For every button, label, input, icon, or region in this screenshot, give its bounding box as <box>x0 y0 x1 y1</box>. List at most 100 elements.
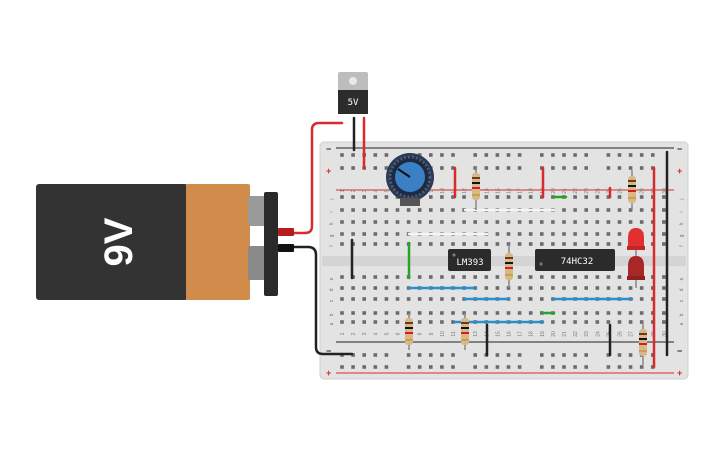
breadboard-hole[interactable] <box>373 320 378 324</box>
rail-hole[interactable] <box>340 166 344 170</box>
breadboard-hole[interactable] <box>540 232 544 236</box>
rail-hole[interactable] <box>406 365 411 369</box>
breadboard-hole[interactable] <box>517 220 522 224</box>
rail-hole[interactable] <box>606 365 611 369</box>
rail-hole[interactable] <box>351 166 355 170</box>
breadboard-hole[interactable] <box>373 311 378 315</box>
rail-hole[interactable] <box>495 365 500 369</box>
breadboard-hole[interactable] <box>384 208 389 212</box>
breadboard-hole[interactable] <box>584 275 588 279</box>
breadboard-hole[interactable] <box>606 195 611 199</box>
breadboard-hole[interactable] <box>417 275 422 279</box>
rail-hole[interactable] <box>506 353 511 357</box>
breadboard-hole[interactable] <box>362 320 366 324</box>
breadboard-hole[interactable] <box>484 286 489 290</box>
breadboard-hole[interactable] <box>440 320 444 324</box>
led-dark-red[interactable] <box>627 256 645 288</box>
rail-hole[interactable] <box>451 353 455 357</box>
rail-hole[interactable] <box>340 153 344 157</box>
rail-hole[interactable] <box>351 365 355 369</box>
breadboard-hole[interactable] <box>551 320 555 324</box>
breadboard-hole[interactable] <box>584 320 588 324</box>
rail-hole[interactable] <box>517 365 522 369</box>
rail-hole[interactable] <box>506 153 511 157</box>
rail-hole[interactable] <box>562 153 566 157</box>
rail-hole[interactable] <box>584 353 588 357</box>
breadboard-hole[interactable] <box>528 242 533 246</box>
breadboard-hole[interactable] <box>584 286 588 290</box>
breadboard-hole[interactable] <box>617 208 622 212</box>
rail-hole[interactable] <box>628 365 633 369</box>
breadboard-hole[interactable] <box>429 275 433 279</box>
breadboard-hole[interactable] <box>384 286 389 290</box>
breadboard-hole[interactable] <box>584 311 588 315</box>
breadboard-hole[interactable] <box>340 208 344 212</box>
breadboard-hole[interactable] <box>628 220 633 224</box>
voltage-regulator[interactable]: 5V <box>338 72 368 114</box>
resistor-top-2[interactable] <box>628 170 636 210</box>
resistor-middle[interactable] <box>505 244 513 288</box>
potentiometer[interactable] <box>386 153 434 206</box>
rail-hole[interactable] <box>551 353 555 357</box>
rail-hole[interactable] <box>517 353 522 357</box>
breadboard-hole[interactable] <box>595 208 600 212</box>
rail-hole[interactable] <box>440 153 444 157</box>
breadboard-hole[interactable] <box>628 320 633 324</box>
rail-hole[interactable] <box>540 353 544 357</box>
breadboard-hole[interactable] <box>573 320 577 324</box>
rail-hole[interactable] <box>573 365 577 369</box>
breadboard-hole[interactable] <box>540 297 544 301</box>
rail-hole[interactable] <box>617 153 622 157</box>
breadboard-hole[interactable] <box>540 275 544 279</box>
breadboard-hole[interactable] <box>384 220 389 224</box>
rail-hole[interactable] <box>639 166 644 170</box>
rail-hole[interactable] <box>484 166 489 170</box>
breadboard-hole[interactable] <box>440 195 444 199</box>
breadboard-hole[interactable] <box>573 275 577 279</box>
breadboard-hole[interactable] <box>551 275 555 279</box>
rail-hole[interactable] <box>384 365 389 369</box>
breadboard-hole[interactable] <box>662 208 666 212</box>
rail-hole[interactable] <box>429 353 433 357</box>
breadboard-hole[interactable] <box>595 275 600 279</box>
rail-hole[interactable] <box>417 153 422 157</box>
breadboard-hole[interactable] <box>362 208 366 212</box>
breadboard-hole[interactable] <box>451 195 455 199</box>
breadboard-hole[interactable] <box>373 275 378 279</box>
breadboard-hole[interactable] <box>639 195 644 199</box>
breadboard-hole[interactable] <box>617 232 622 236</box>
breadboard-hole[interactable] <box>417 297 422 301</box>
breadboard-hole[interactable] <box>417 220 422 224</box>
rail-hole[interactable] <box>451 365 455 369</box>
breadboard-hole[interactable] <box>562 232 566 236</box>
breadboard-hole[interactable] <box>573 286 577 290</box>
rail-hole[interactable] <box>351 153 355 157</box>
breadboard-hole[interactable] <box>540 242 544 246</box>
breadboard-hole[interactable] <box>406 220 411 224</box>
rail-hole[interactable] <box>573 153 577 157</box>
rail-hole[interactable] <box>384 153 389 157</box>
breadboard-hole[interactable] <box>473 242 477 246</box>
breadboard-hole[interactable] <box>440 311 444 315</box>
breadboard-hole[interactable] <box>395 208 400 212</box>
breadboard-hole[interactable] <box>340 275 344 279</box>
breadboard-hole[interactable] <box>451 311 455 315</box>
rail-hole[interactable] <box>473 353 477 357</box>
rail-hole[interactable] <box>417 365 422 369</box>
breadboard-hole[interactable] <box>351 195 355 199</box>
rail-hole[interactable] <box>562 353 566 357</box>
breadboard-hole[interactable] <box>351 208 355 212</box>
breadboard-hole[interactable] <box>595 311 600 315</box>
breadboard-hole[interactable] <box>617 311 622 315</box>
rail-hole[interactable] <box>617 353 622 357</box>
breadboard-hole[interactable] <box>417 242 422 246</box>
breadboard-hole[interactable] <box>639 320 644 324</box>
rail-hole[interactable] <box>484 153 489 157</box>
rail-hole[interactable] <box>628 353 633 357</box>
rail-hole[interactable] <box>551 166 555 170</box>
breadboard-hole[interactable] <box>462 275 466 279</box>
rail-hole[interactable] <box>584 166 588 170</box>
breadboard-hole[interactable] <box>528 220 533 224</box>
rail-hole[interactable] <box>584 153 588 157</box>
chip-74hc32[interactable]: 74HC32 <box>535 249 615 271</box>
